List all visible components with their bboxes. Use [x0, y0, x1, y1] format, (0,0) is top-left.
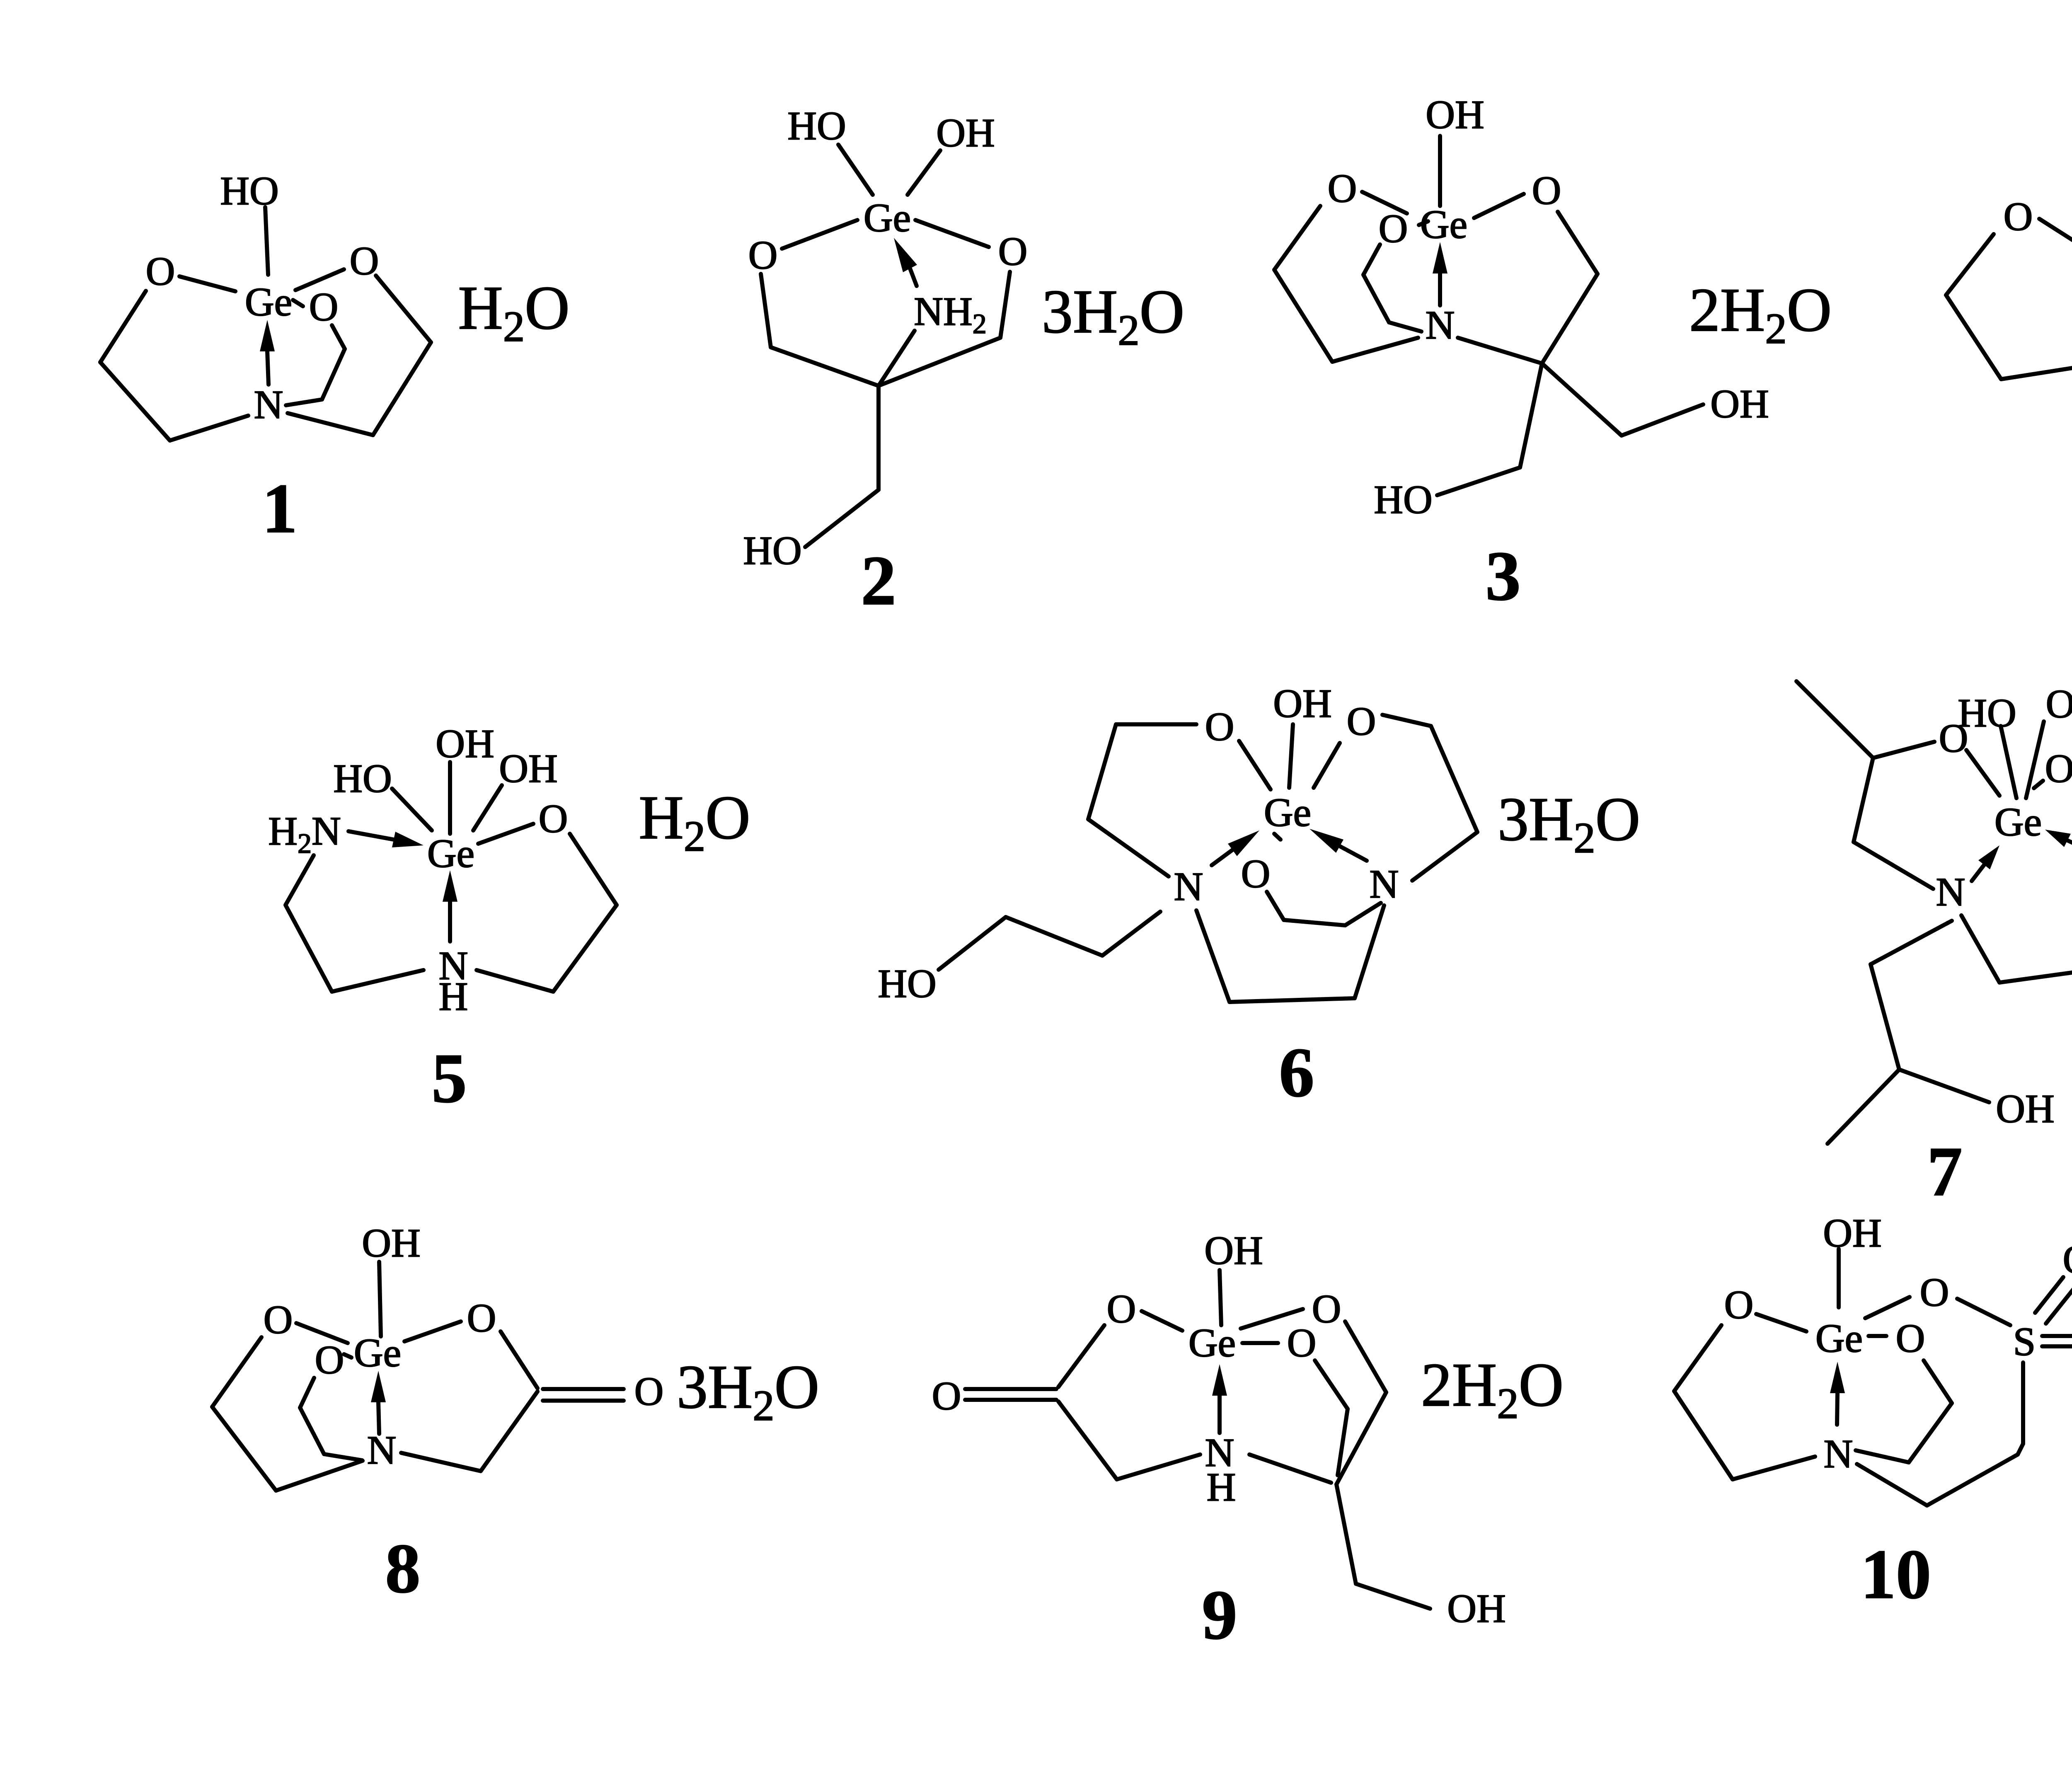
svg-text:Ge: Ge: [354, 1331, 401, 1375]
svg-text:N: N: [1936, 870, 1965, 915]
svg-text:N: N: [1370, 862, 1399, 907]
svg-text:O: O: [634, 1369, 664, 1414]
svg-text:S: S: [2013, 1319, 2036, 1364]
svg-text:OH: OH: [1823, 1211, 1882, 1256]
svg-text:N: N: [1426, 303, 1455, 348]
svg-text:O: O: [1939, 716, 1968, 761]
svg-text:Ge: Ge: [427, 831, 474, 876]
svg-text:2H2​O: 2H2​O: [1421, 1350, 1564, 1428]
svg-text:O: O: [1920, 1270, 1949, 1315]
svg-text:3H2​O: 3H2​O: [1498, 785, 1640, 862]
svg-text:OH: OH: [1204, 1228, 1263, 1273]
svg-text:3H2​O: 3H2​O: [1042, 277, 1184, 354]
svg-text:O: O: [350, 239, 379, 283]
svg-text:N: N: [1205, 1430, 1234, 1475]
svg-text:H2​O: H2​O: [458, 273, 569, 351]
svg-text:HO: HO: [878, 961, 937, 1006]
svg-text:OH: OH: [362, 1221, 421, 1266]
svg-text:1: 1: [262, 470, 298, 547]
svg-text:O: O: [1379, 206, 1408, 251]
svg-text:3: 3: [1486, 537, 1521, 615]
svg-text:O: O: [2046, 682, 2072, 726]
svg-text:7: 7: [1927, 1133, 1963, 1210]
svg-text:HO: HO: [743, 528, 802, 573]
svg-text:H2​O: H2​O: [639, 783, 750, 860]
svg-text:O: O: [146, 249, 175, 294]
svg-text:NH2​: NH2​: [914, 289, 987, 339]
svg-text:N: N: [1824, 1432, 1853, 1476]
svg-text:3H2​O: 3H2​O: [677, 1353, 819, 1430]
svg-text:O: O: [1347, 699, 1376, 744]
svg-text:N: N: [367, 1428, 397, 1473]
svg-text:N: N: [439, 944, 468, 988]
svg-text:O: O: [748, 233, 778, 278]
svg-text:O: O: [1532, 168, 1561, 213]
svg-text:O: O: [1896, 1316, 1925, 1361]
svg-text:N: N: [1174, 864, 1203, 909]
svg-text:HO: HO: [1958, 691, 2016, 736]
svg-text:HO: HO: [220, 169, 279, 213]
svg-text:6: 6: [1279, 1033, 1314, 1111]
svg-text:OH: OH: [1710, 382, 1769, 426]
svg-text:OH: OH: [936, 111, 995, 155]
svg-text:2H2​O: 2H2​O: [1689, 276, 1832, 353]
svg-text:Ge: Ge: [245, 280, 292, 324]
svg-text:O: O: [1328, 166, 1357, 211]
svg-text:O: O: [2063, 1237, 2072, 1282]
svg-text:O: O: [309, 285, 339, 329]
svg-text:N: N: [254, 382, 283, 427]
svg-text:H: H: [439, 974, 468, 1019]
svg-text:O: O: [539, 796, 568, 841]
svg-text:5: 5: [432, 1039, 467, 1117]
svg-text:O: O: [1312, 1287, 1341, 1331]
svg-text:Ge: Ge: [1264, 790, 1311, 835]
svg-text:O: O: [2004, 194, 2033, 239]
svg-text:2: 2: [861, 542, 896, 620]
svg-text:OH: OH: [1996, 1087, 2055, 1131]
svg-text:8: 8: [385, 1530, 421, 1607]
svg-text:O: O: [932, 1374, 961, 1418]
svg-text:O: O: [315, 1338, 344, 1382]
svg-text:OH: OH: [436, 721, 494, 766]
svg-text:O: O: [264, 1297, 293, 1342]
svg-text:OH: OH: [1426, 92, 1484, 137]
svg-text:OH: OH: [1273, 681, 1332, 726]
svg-text:H: H: [1207, 1465, 1236, 1510]
svg-text:HO: HO: [787, 104, 846, 148]
svg-text:9: 9: [1202, 1576, 1237, 1654]
svg-text:O: O: [1724, 1283, 1754, 1327]
svg-text:OH: OH: [499, 746, 558, 791]
svg-text:Ge: Ge: [1188, 1321, 1236, 1365]
svg-text:HO: HO: [333, 756, 392, 801]
svg-text:H2​N: H2​N: [268, 809, 341, 859]
svg-text:O: O: [1107, 1287, 1136, 1331]
svg-text:O: O: [1205, 704, 1234, 749]
svg-text:O: O: [1241, 852, 1271, 896]
svg-text:O: O: [467, 1296, 496, 1341]
svg-text:OH: OH: [1447, 1586, 1506, 1631]
svg-text:O: O: [2045, 746, 2072, 791]
svg-text:Ge: Ge: [1420, 202, 1467, 247]
svg-text:O: O: [998, 229, 1028, 274]
svg-text:Ge: Ge: [1995, 800, 2042, 845]
svg-text:Ge: Ge: [864, 196, 911, 240]
svg-text:HO: HO: [1374, 477, 1433, 522]
svg-text:Ge: Ge: [1815, 1316, 1863, 1361]
svg-text:10: 10: [1861, 1535, 1931, 1613]
svg-text:O: O: [1287, 1321, 1317, 1365]
